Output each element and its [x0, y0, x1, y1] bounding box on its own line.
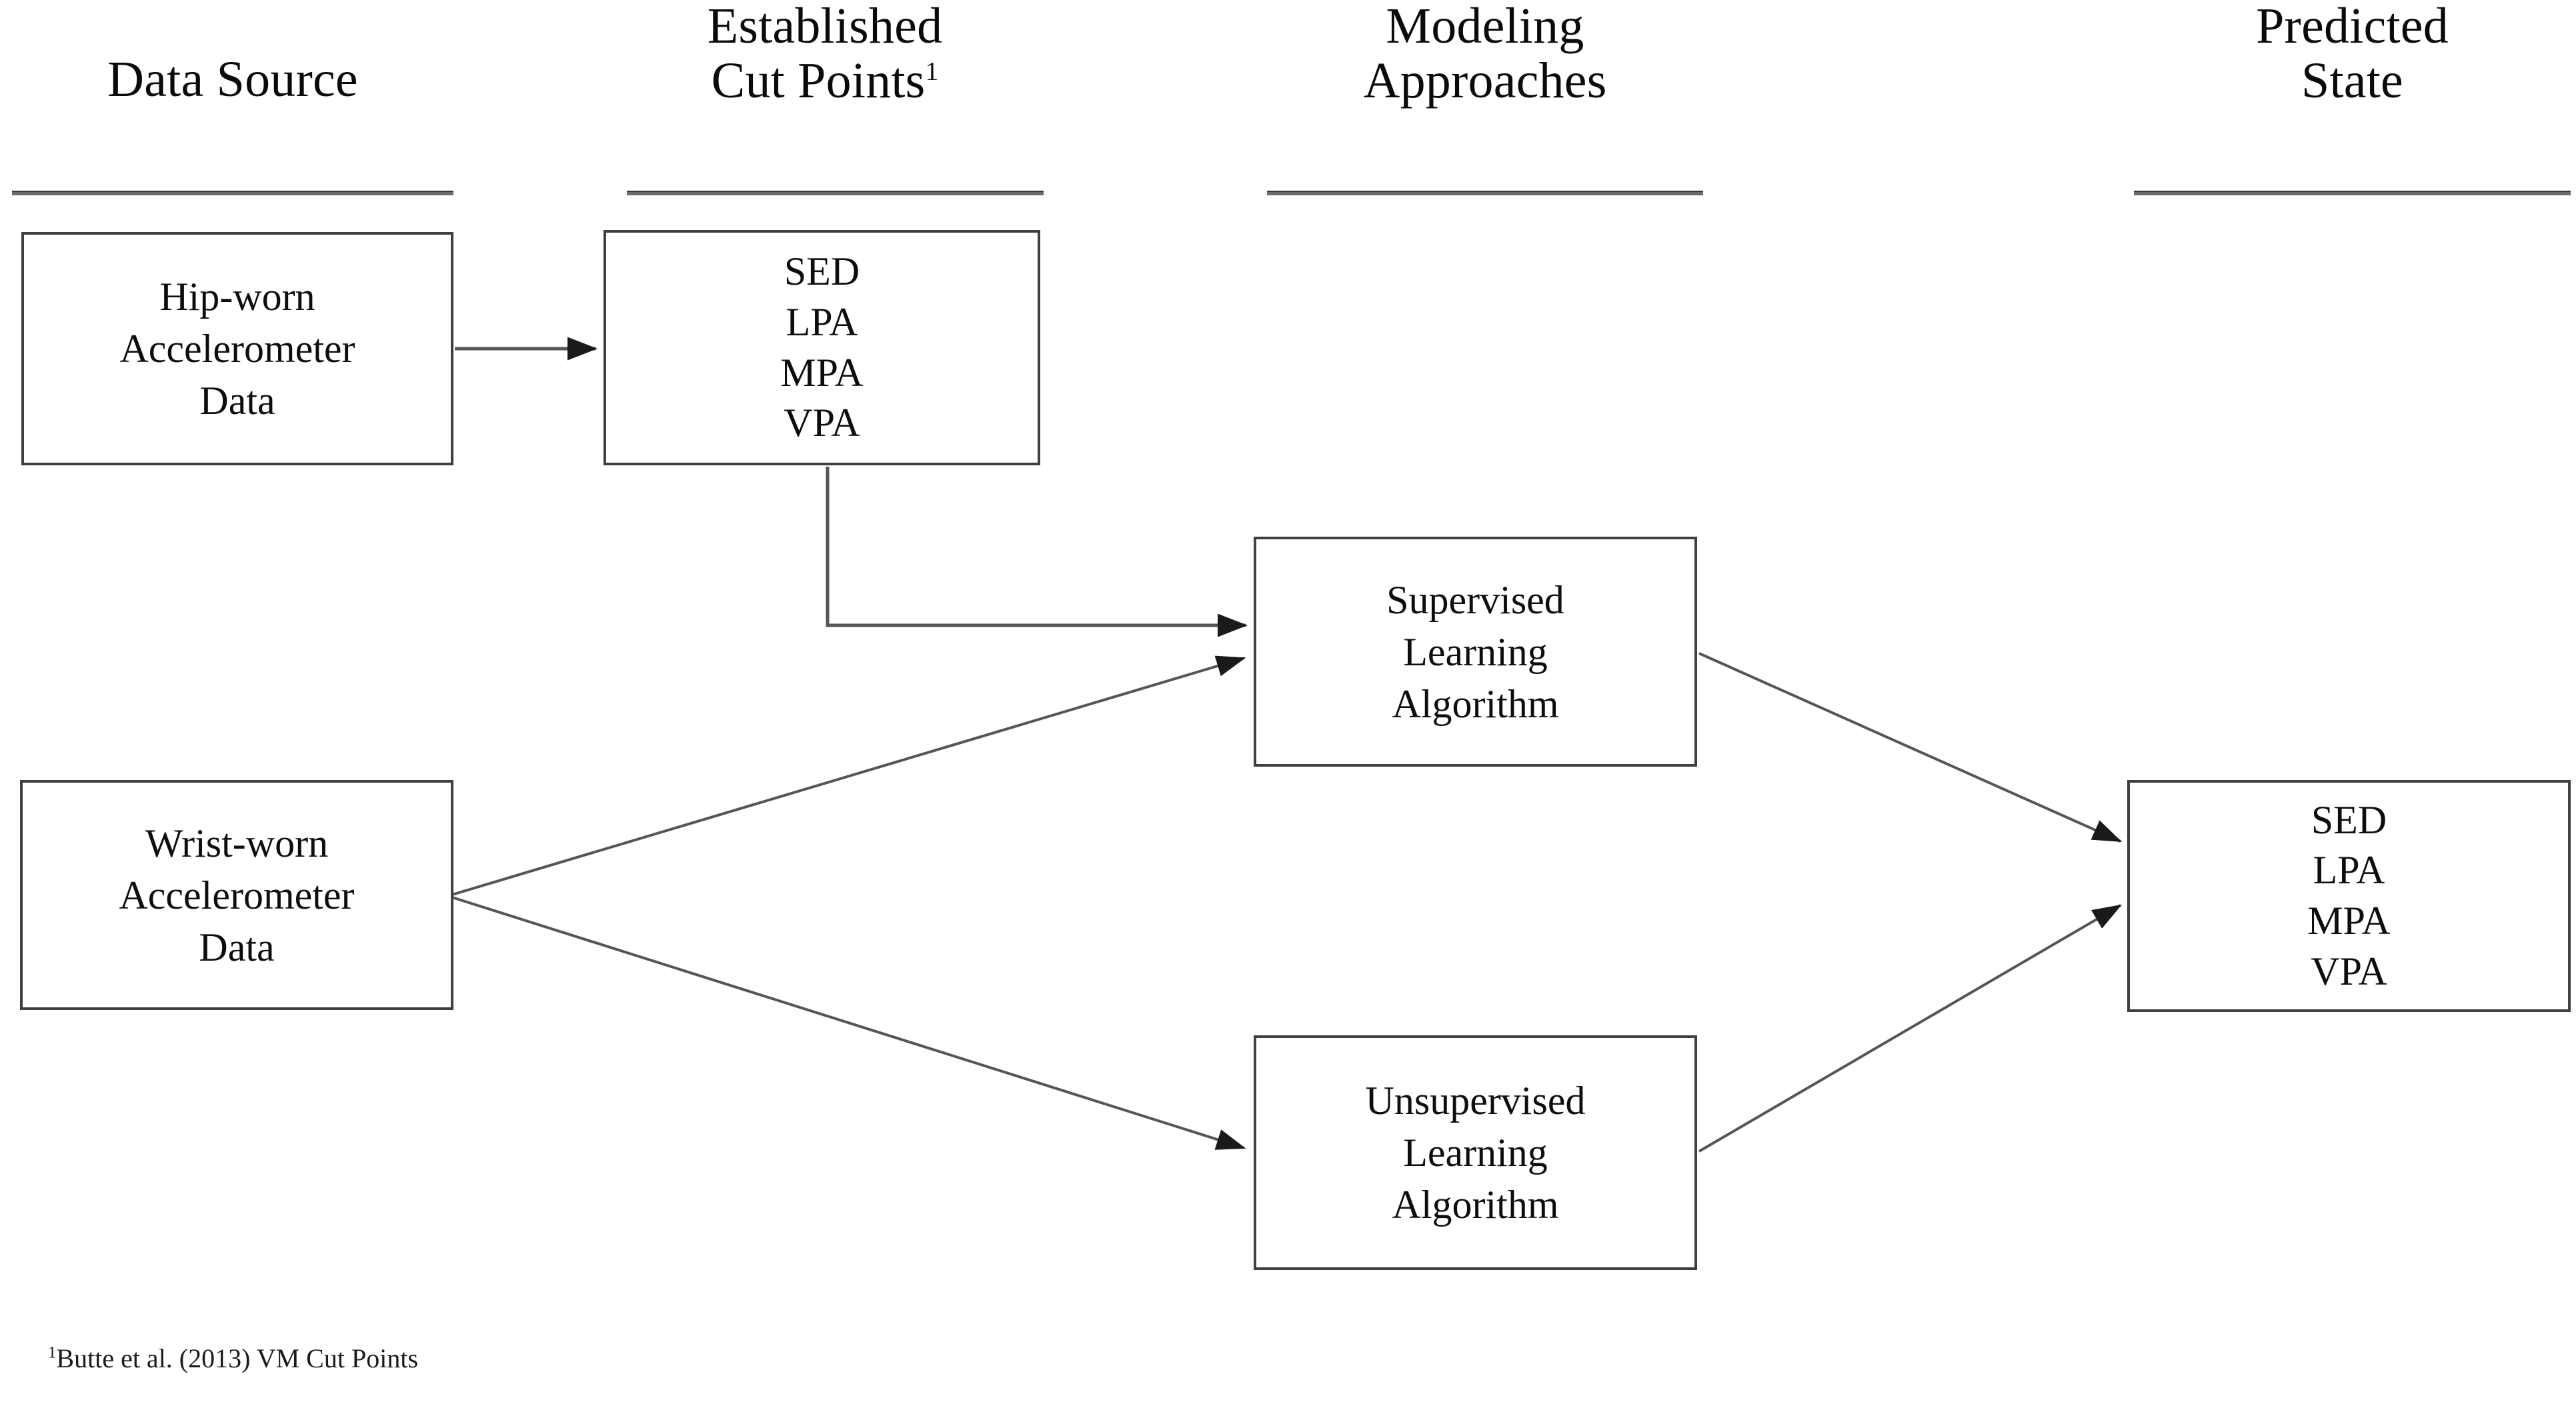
- edge-wrist-to-supervised: [451, 655, 1246, 896]
- node-line: MPA: [2307, 899, 2391, 943]
- node-supervised-learning-algorithm[interactable]: Supervised Learning Algorithm: [1254, 537, 1697, 767]
- node-line: Unsupervised: [1365, 1079, 1586, 1123]
- node-line: SED: [2311, 797, 2387, 842]
- column-header-established-cut-points-label: Established Cut Points: [707, 0, 943, 109]
- node-established-cut-points-values[interactable]: SED LPA MPA VPA: [603, 230, 1040, 465]
- node-line: Data: [199, 379, 275, 423]
- node-line: LPA: [2313, 848, 2385, 893]
- column-header-rule-data-source: [12, 191, 453, 195]
- node-line: Accelerometer: [119, 873, 355, 917]
- column-header-modeling-approaches-label: Modeling Approaches: [1363, 0, 1607, 109]
- figure-footnote: 1Butte et al. (2013) VM Cut Points: [48, 1343, 418, 1375]
- node-line: VPA: [784, 401, 860, 445]
- node-wrist-worn-accelerometer-data[interactable]: Wrist-worn Accelerometer Data: [20, 780, 453, 1010]
- node-line: Learning: [1403, 629, 1548, 674]
- column-header-rule-established-cut-points: [627, 191, 1044, 195]
- footnote-marker: 1: [48, 1343, 57, 1362]
- edge-wrist-to-unsupervised: [451, 896, 1246, 1150]
- column-header-established-cut-points: Established Cut Points1: [605, 0, 1044, 108]
- column-header-modeling-approaches: Modeling Approaches: [1267, 0, 1703, 108]
- node-line: Algorithm: [1392, 1183, 1559, 1227]
- node-line: Algorithm: [1392, 681, 1559, 726]
- node-line: Wrist-worn: [145, 821, 329, 865]
- node-line: Accelerometer: [119, 327, 355, 371]
- edge-cutpoints-to-supervised: [826, 467, 1248, 637]
- node-predicted-state-values[interactable]: SED LPA MPA VPA: [2127, 780, 2571, 1012]
- column-header-predicted-state: Predicted State: [2134, 0, 2571, 108]
- node-line: Learning: [1403, 1131, 1548, 1175]
- node-line: MPA: [780, 350, 864, 395]
- column-header-footnote-marker: 1: [925, 56, 939, 86]
- node-unsupervised-learning-algorithm[interactable]: Unsupervised Learning Algorithm: [1254, 1035, 1697, 1270]
- column-header-predicted-state-label: Predicted State: [2256, 0, 2449, 109]
- column-header-rule-modeling-approaches: [1267, 191, 1703, 195]
- column-header-data-source-label: Data Source: [107, 51, 358, 107]
- edge-supervised-to-predicted: [1698, 652, 2123, 843]
- node-line: Hip-worn: [159, 275, 315, 319]
- column-header-rule-predicted-state: [2134, 191, 2571, 195]
- node-hip-worn-accelerometer-data[interactable]: Hip-worn Accelerometer Data: [21, 232, 453, 465]
- node-line: VPA: [2311, 949, 2387, 993]
- node-line: LPA: [786, 299, 858, 344]
- edge-unsupervised-to-predicted: [1698, 904, 2123, 1153]
- node-line: Data: [199, 925, 275, 969]
- node-line: SED: [784, 249, 860, 294]
- footnote-text: Butte et al. (2013) VM Cut Points: [56, 1343, 419, 1373]
- column-header-data-source: Data Source: [12, 52, 453, 107]
- node-line: Supervised: [1386, 577, 1564, 622]
